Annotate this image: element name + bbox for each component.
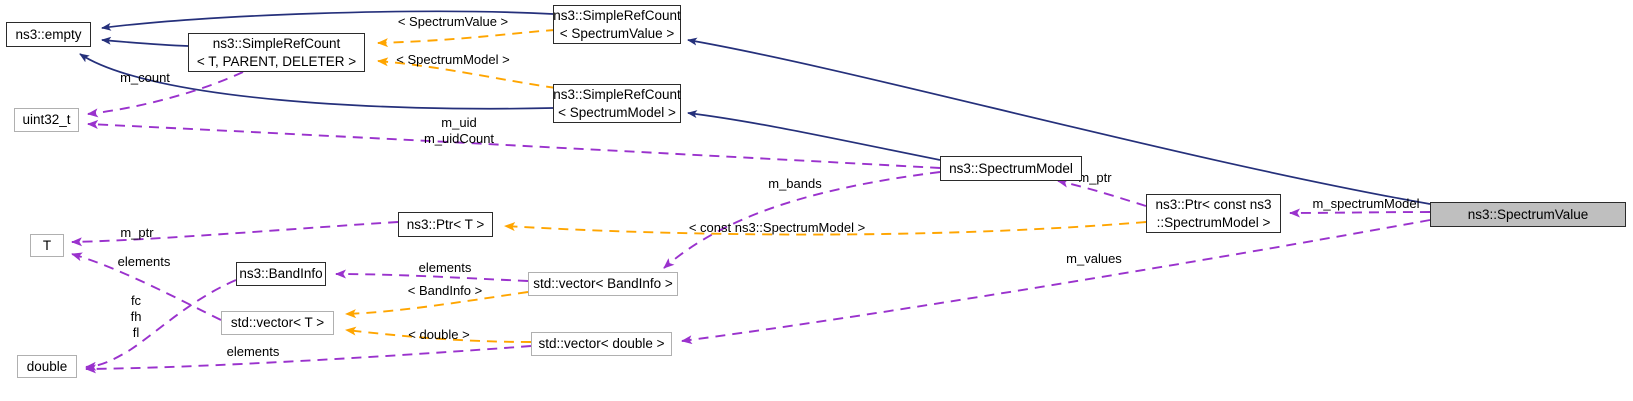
node-label: uint32_t [22, 112, 71, 128]
edge-label-spectrummodel-template: < SpectrumModel > [396, 52, 510, 67]
node-label: ns3::SpectrumValue [1467, 206, 1589, 222]
node-std-vector-t[interactable]: std::vector< T > [221, 311, 334, 335]
node-double[interactable]: double [17, 355, 77, 378]
node-std-vector-bandinfo[interactable]: std::vector< BandInfo > [528, 272, 678, 296]
edge-label-m-spectrummodel: m_spectrumModel [1312, 196, 1420, 211]
node-uint32-t[interactable]: uint32_t [14, 108, 79, 132]
node-ns3-simplerefcount-spectrummodel[interactable]: ns3::SimpleRefCount < SpectrumModel > [553, 84, 681, 123]
edge-usage-m_uid [87, 119, 941, 169]
node-ns3-simplerefcount-spectrumvalue[interactable]: ns3::SimpleRefCount < SpectrumValue > [553, 5, 681, 44]
node-label: ns3::SimpleRefCount < T, PARENT, DELETER… [196, 35, 357, 69]
edge-label-double-template: < double > [408, 327, 470, 342]
edge-label-m-bands: m_bands [768, 176, 822, 191]
edge-label-m-values: m_values [1066, 251, 1122, 266]
edge-label-bandinfo-template: < BandInfo > [407, 283, 483, 298]
node-label: ns3::Ptr< const ns3 ::SpectrumModel > [1155, 196, 1272, 230]
node-label: std::vector< BandInfo > [533, 276, 673, 292]
edge-usage-m_spectrummodel [1289, 208, 1431, 218]
edge-label-m-count: m_count [120, 70, 170, 85]
edge-label-elements-double: elements [226, 344, 280, 359]
node-label: ns3::empty [15, 26, 82, 42]
node-label: T [42, 237, 52, 253]
node-ns3-ptr-t[interactable]: ns3::Ptr< T > [398, 212, 493, 237]
edge-label-m-uid: m_uid m_uidCount [423, 115, 495, 146]
node-label: std::vector< T > [230, 315, 325, 331]
node-ns3-bandinfo[interactable]: ns3::BandInfo [236, 262, 326, 286]
node-label: ns3::SpectrumModel [949, 160, 1073, 176]
node-ns3-ptr-const-spectrummodel[interactable]: ns3::Ptr< const ns3 ::SpectrumModel > [1146, 194, 1281, 233]
edge-label-elements-t: elements [117, 254, 171, 269]
node-ns3-empty[interactable]: ns3::empty [6, 22, 91, 47]
edge-usage-elements-double [85, 345, 532, 374]
edge-label-m-ptr-t: m_ptr [120, 225, 154, 240]
edge-template-spectrumvalue [377, 29, 557, 48]
node-label: std::vector< double > [538, 336, 665, 352]
node-label: double [26, 358, 68, 374]
edge-label-fc-fh-fl: fc fh fl [130, 293, 142, 340]
node-label: ns3::SimpleRefCount < SpectrumModel > [553, 86, 681, 120]
edge-label-elements-bandinfo: elements [418, 260, 472, 275]
node-std-vector-double[interactable]: std::vector< double > [531, 332, 672, 356]
node-ns3-spectrummodel[interactable]: ns3::SpectrumModel [940, 156, 1082, 181]
node-label: ns3::BandInfo [239, 266, 323, 282]
edge-inherit-srefcounttpl-empty [101, 36, 189, 47]
edge-label-spectrumvalue-template: < SpectrumValue > [397, 14, 509, 29]
node-ns3-spectrumvalue[interactable]: ns3::SpectrumValue [1430, 202, 1626, 227]
node-label: ns3::Ptr< T > [406, 216, 485, 232]
node-ns3-simplerefcount-template[interactable]: ns3::SimpleRefCount < T, PARENT, DELETER… [188, 33, 365, 72]
edge-label-const-spectrummodel-template: < const ns3::SpectrumModel > [688, 220, 866, 235]
node-label: ns3::SimpleRefCount < SpectrumValue > [553, 7, 681, 41]
node-t[interactable]: T [30, 234, 64, 257]
edge-usage-m_values [681, 219, 1431, 345]
edge-inherit-spectrummodel-srefcountsm [687, 110, 941, 161]
